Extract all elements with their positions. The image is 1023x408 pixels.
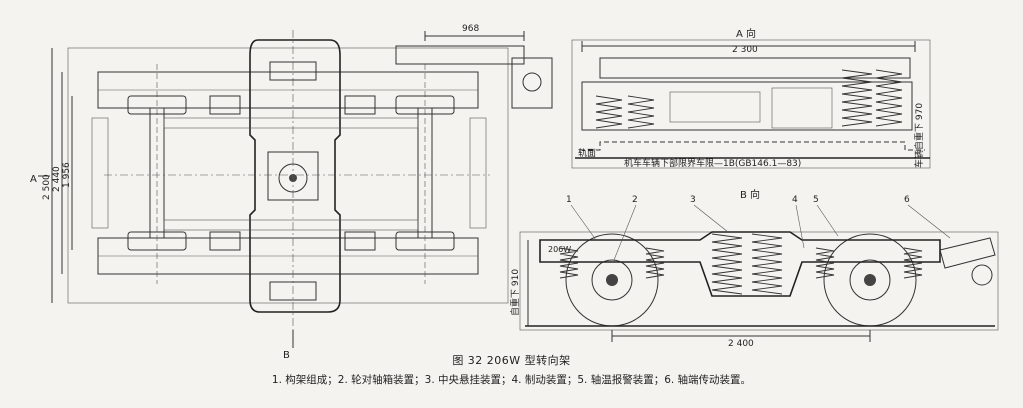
dim-1956: 1 956: [62, 162, 72, 188]
callout-5: 5: [813, 195, 819, 205]
end-view: A 向 2 300 轨面 机车车辆下部限界车限—1B(GB146.1—83) 车…: [571, 27, 931, 169]
drive-arm: [395, 45, 525, 65]
wheel-tl: [127, 95, 187, 115]
dim-2300: 2 300: [732, 45, 758, 55]
cross-beam-bottom: [163, 219, 419, 231]
wheel-br: [395, 231, 455, 251]
callout-2: 2: [632, 195, 638, 205]
side-frame: [539, 231, 941, 297]
dim-2500: 2 500: [42, 174, 52, 200]
plan-view: 968 2 500 2 440 1 956 A B: [30, 24, 553, 361]
end-view-title: A 向: [736, 27, 756, 40]
side-view: B 向 206W 1 2 3 4 5 6: [509, 188, 999, 349]
limit-label: 机车车辆下部限界车限—1B(GB146.1—83): [624, 157, 801, 169]
section-B-mark: B: [283, 350, 290, 361]
end-view-frame: [571, 39, 931, 169]
wheel-tr: [395, 95, 455, 115]
side-view-title: B 向: [740, 188, 760, 201]
cross-beam-top: [163, 117, 419, 129]
dim-910: 自重下 910: [509, 269, 521, 316]
dim-970: 车辆自重下 970: [913, 103, 925, 168]
center-pivot-box: [267, 151, 319, 201]
callout-3: 3: [690, 195, 696, 205]
callout-4: 4: [792, 195, 798, 205]
plate-206W: 206W: [548, 245, 571, 254]
plan-outer-frame: [67, 47, 509, 304]
central-bolster: [249, 39, 341, 313]
callout-1: 1: [566, 195, 572, 205]
callout-6: 6: [904, 195, 910, 205]
dim-2440: 2 440: [52, 166, 62, 192]
axle-end-drive: [511, 57, 553, 109]
rail-label: 轨面: [578, 147, 596, 159]
dim-968: 968: [462, 24, 479, 34]
wheel-bl: [127, 231, 187, 251]
figure-title: 图 32 206W 型转向架: [452, 354, 571, 367]
figure-legend: 1. 构架组成；2. 轮对轴箱装置；3. 中央悬挂装置；4. 制动装置；5. 轴…: [271, 374, 752, 386]
section-A-mark: A: [30, 174, 37, 185]
dim-2400: 2 400: [728, 339, 754, 349]
